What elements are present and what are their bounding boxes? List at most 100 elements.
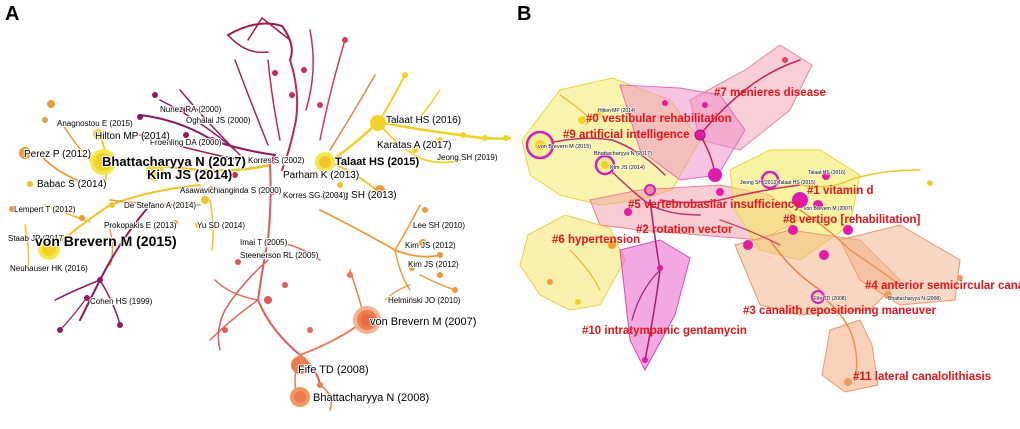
node: [452, 287, 458, 293]
label-vonb2007: von Brevern M (2007): [370, 316, 476, 328]
hull-c6: [519, 214, 626, 311]
node: [84, 295, 90, 301]
node: [347, 272, 353, 278]
panel-b-author-labels: Hilton MP (2014) von Brevern M (2015) Bh…: [538, 108, 942, 303]
cluster-label-c9: #9 artificial intelligence: [563, 129, 690, 141]
node: [813, 200, 823, 210]
node: [19, 147, 31, 159]
node: [760, 170, 780, 190]
label-bhatt2008: Bhattacharyya N (2008): [313, 392, 429, 404]
label-imai: Imai T (2005): [240, 238, 288, 247]
label-bhatt2017: Bhattacharyya N (2017): [102, 154, 246, 169]
node: [503, 135, 509, 141]
node: [27, 181, 33, 187]
node: [152, 92, 158, 98]
node: [694, 129, 706, 141]
node: [822, 172, 830, 180]
node: [57, 327, 63, 333]
node: [42, 117, 48, 123]
label-perez: Perez P (2012): [24, 149, 91, 160]
panel-b-cluster-labels: #7 menieres disease #0 vestibular rehabi…: [552, 87, 1020, 383]
label-b-bhatt2008: Bhattacharyya N (2008): [888, 296, 941, 302]
label-fife: Fife TD (2008): [298, 364, 369, 376]
node: [117, 322, 123, 328]
node: [788, 225, 798, 235]
node: [716, 188, 724, 196]
label-asawa: Asawavichianginda S (2000): [180, 186, 282, 195]
node: [437, 272, 443, 278]
node: [109, 202, 115, 208]
label-b-vonb2015: von Brevern M (2015): [538, 144, 591, 150]
node: [578, 116, 586, 124]
label-b-vonb2007: von Brevern M (2007): [804, 206, 853, 212]
node: [146, 163, 164, 181]
label-talaat2015: Talaat HS (2015): [335, 156, 420, 168]
node: [402, 72, 408, 78]
label-kim2012b: Kim JS (2012): [408, 260, 459, 269]
node: [819, 250, 829, 260]
node: [642, 357, 648, 363]
node: [957, 275, 963, 281]
cluster-label-c10: #10 intratympanic gentamycin: [582, 325, 747, 337]
node: [317, 382, 323, 388]
node: [792, 192, 808, 208]
node: [272, 70, 278, 76]
node: [708, 168, 722, 182]
node: [289, 92, 295, 98]
label-yusd: Yu SD (2014): [197, 221, 245, 230]
hull-c11: [821, 319, 879, 393]
panel-a-letter: A: [5, 3, 19, 25]
node: [11, 235, 17, 241]
label-b-kim2014: Kim JS (2014): [610, 165, 645, 171]
node: [419, 239, 427, 247]
panel-b: B: [517, 3, 1020, 393]
node: [137, 114, 143, 120]
node: [264, 296, 272, 304]
cluster-label-c0: #0 vestibular rehabilitation: [586, 113, 732, 125]
node: [42, 242, 56, 256]
label-oghalai: Oghalai JS (2000): [186, 116, 251, 125]
label-nunez: Nunez RA (2000): [160, 105, 222, 114]
node: [927, 180, 933, 186]
node: [93, 129, 103, 139]
cluster-label-c1: #1 vitamin d: [807, 185, 873, 197]
panel-a: A: [5, 3, 512, 411]
label-b-hilton: Hilton MP (2014): [598, 108, 636, 114]
node: [811, 290, 825, 304]
label-neuhauser: Neuhauser HK (2016): [10, 264, 88, 273]
cluster-label-c3: #3 canalith repositioning maneuver: [743, 305, 937, 317]
cluster-label-c5: #5 vertebrobasilar insufficiency: [628, 199, 801, 211]
node: [337, 182, 343, 188]
label-anagnostou: Anagnostou E (2015): [57, 119, 133, 128]
node: [412, 147, 418, 153]
node: [9, 206, 15, 212]
node: [207, 186, 215, 194]
node: [183, 132, 189, 138]
node: [47, 100, 55, 108]
label-b-talaat2016: Talaat HS (2016): [808, 170, 846, 176]
node: [269, 189, 275, 195]
node: [282, 282, 288, 288]
hull-c0: [619, 84, 746, 181]
label-destefano: De Stefano A (2014): [124, 201, 196, 210]
hull-c4: [839, 224, 961, 306]
label-jeong2019: Jeong SH (2019): [437, 153, 498, 162]
label-leesh: Lee SH (2010): [413, 221, 465, 230]
node: [294, 391, 306, 403]
cluster-label-c2: #2 rotation vector: [636, 224, 733, 236]
node: [843, 225, 853, 235]
label-korressg: Korres SG (2004): [283, 191, 346, 200]
node: [407, 297, 413, 303]
node: [482, 135, 488, 141]
label-parham: Parham K (2013): [283, 170, 359, 181]
node: [271, 156, 279, 164]
node: [547, 279, 553, 285]
node: [319, 156, 331, 168]
node: [702, 102, 708, 108]
label-babac: Babac S (2014): [37, 179, 107, 190]
node: [422, 207, 428, 213]
panel-b-letter: B: [517, 3, 531, 25]
node: [597, 109, 603, 115]
node: [222, 327, 228, 333]
label-b-bhatt2017: Bhattacharyya N (2017): [594, 151, 652, 157]
